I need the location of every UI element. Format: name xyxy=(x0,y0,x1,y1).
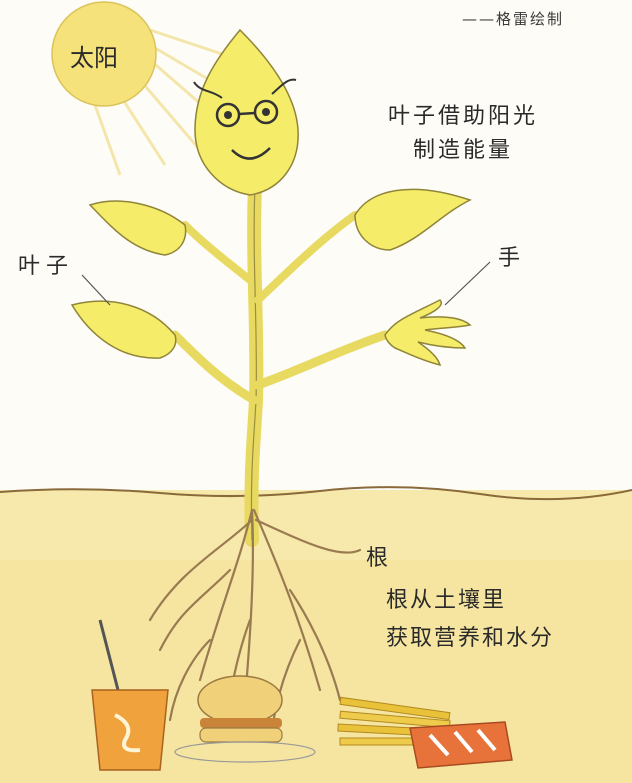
leaf-label: 叶子 xyxy=(18,254,75,279)
root-caption-line1: 根从土壤里 xyxy=(386,588,507,613)
fries-icon xyxy=(337,696,513,769)
leaf-caption-line2: 制造能量 xyxy=(413,138,514,163)
antenna-right xyxy=(271,78,297,95)
root-caption: 根从土壤里 获取营养和水分 xyxy=(386,582,554,658)
root-label: 根 xyxy=(366,546,389,571)
burger-icon xyxy=(174,675,316,763)
hand-leaf xyxy=(384,299,472,367)
eye-right xyxy=(262,108,270,116)
glasses-icon xyxy=(215,99,279,128)
hand-label: 手 xyxy=(498,246,521,271)
leaf-caption-line1: 叶子借助阳光 xyxy=(388,104,539,129)
smile xyxy=(231,147,271,160)
root-caption-line2: 获取营养和水分 xyxy=(386,626,555,651)
illustration-credit: ——格雷绘制 xyxy=(462,10,565,28)
sun-icon xyxy=(51,1,157,107)
stem-outline xyxy=(250,184,258,541)
ground-line xyxy=(0,486,632,501)
branch-left-lower xyxy=(170,330,259,405)
leaf-caption: 叶子借助阳光 制造能量 xyxy=(388,100,538,168)
roots xyxy=(148,508,362,742)
leaf-pointer xyxy=(81,274,111,306)
sun-label: 太阳 xyxy=(70,44,118,72)
leaf-left xyxy=(70,300,177,359)
leaf-upper-right xyxy=(354,188,472,251)
branch-right-upper xyxy=(254,211,359,304)
hand-pointer xyxy=(444,261,491,306)
leaf-upper-left xyxy=(88,200,187,256)
branch-right-lower xyxy=(253,330,390,390)
antenna-left xyxy=(193,81,223,99)
branch-left-upper xyxy=(181,221,254,284)
eye-left xyxy=(224,111,232,119)
drink-cup-icon xyxy=(91,619,169,771)
